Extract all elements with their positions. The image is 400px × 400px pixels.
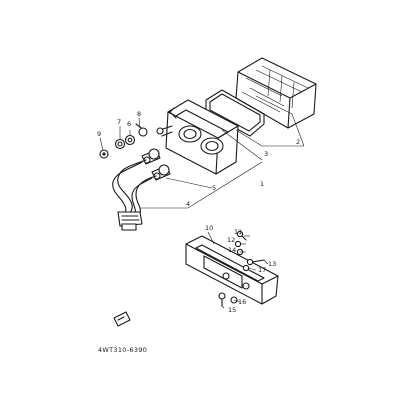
wire-harness bbox=[112, 159, 157, 231]
fastener-leaders bbox=[99, 117, 141, 151]
callout-17: 17 bbox=[258, 266, 266, 274]
screw-part-13 bbox=[246, 258, 265, 266]
callout-12: 12 bbox=[227, 236, 235, 244]
light-housing bbox=[156, 99, 239, 175]
screw-part-8 bbox=[135, 123, 148, 137]
callout-4: 4 bbox=[186, 200, 190, 208]
callout-leaders bbox=[140, 95, 305, 309]
callout-16: 16 bbox=[238, 298, 246, 306]
mounting-bracket bbox=[185, 235, 279, 305]
callout-3: 3 bbox=[264, 150, 268, 158]
drawing-code: 4WT310-6390 bbox=[98, 346, 147, 354]
bolt-part-15 bbox=[218, 292, 226, 307]
bulb-socket-upper bbox=[141, 148, 161, 165]
nut-part-9 bbox=[99, 149, 109, 159]
callout-2: 2 bbox=[296, 138, 300, 146]
callout-13: 13 bbox=[268, 260, 276, 268]
callout-8: 8 bbox=[137, 110, 141, 118]
callout-7: 7 bbox=[117, 118, 121, 126]
callout-10: 10 bbox=[205, 224, 213, 232]
callout-9: 9 bbox=[97, 130, 101, 138]
callout-14: 14 bbox=[228, 246, 236, 254]
callout-11: 11 bbox=[234, 228, 242, 236]
bulb-socket-lower bbox=[151, 164, 171, 181]
callout-15: 15 bbox=[228, 306, 236, 314]
washer-part-17 bbox=[242, 264, 250, 272]
revision-marker-icon bbox=[113, 311, 131, 327]
callout-5: 5 bbox=[212, 184, 216, 192]
washer-part-7 bbox=[114, 138, 126, 150]
tail-light-lens bbox=[235, 57, 317, 129]
callout-1: 1 bbox=[260, 180, 264, 188]
bolt-part-11 bbox=[236, 230, 247, 241]
callout-6: 6 bbox=[127, 120, 131, 128]
nut-part-6 bbox=[124, 134, 136, 146]
